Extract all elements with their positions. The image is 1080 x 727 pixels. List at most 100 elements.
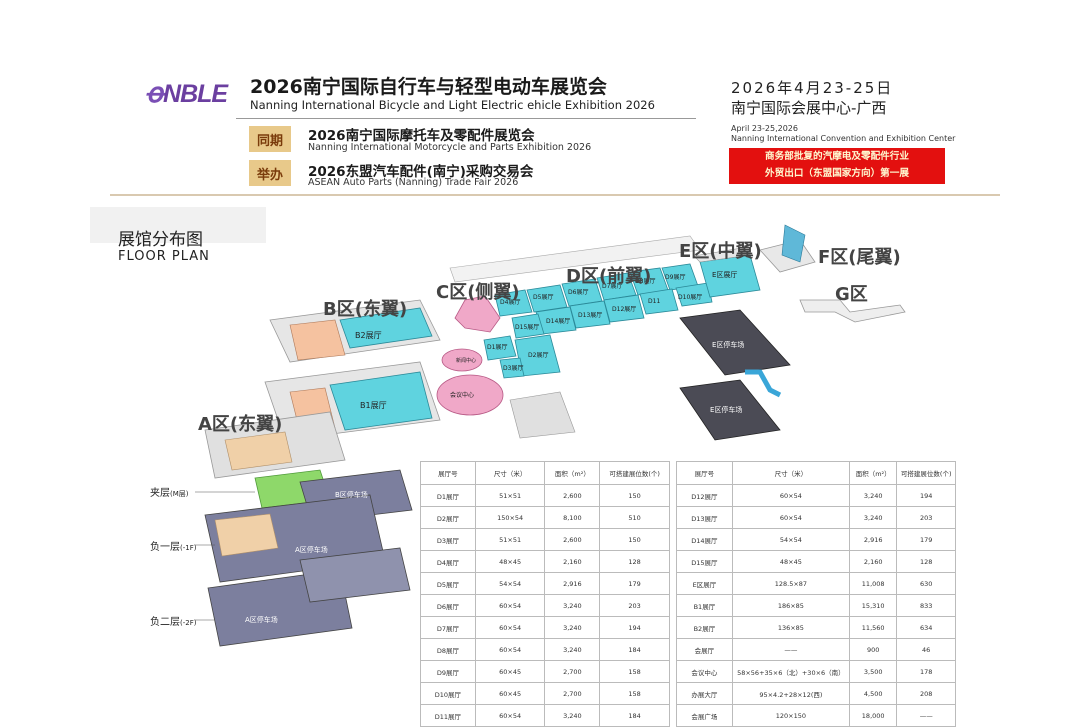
table-header-cell: 尺寸（米） bbox=[731, 461, 850, 485]
table-cell: 186×85 bbox=[731, 594, 850, 617]
zone-d-label: D区(前翼) bbox=[566, 266, 652, 287]
table-cell: 60×54 bbox=[474, 704, 546, 727]
map-label-d9: D9展厅 bbox=[665, 274, 686, 281]
zone-e-label: E区(中翼) bbox=[679, 241, 762, 262]
table-cell: 630 bbox=[896, 572, 956, 595]
table-cell: 48×45 bbox=[731, 550, 850, 573]
map-label-b1: B1展厅 bbox=[360, 401, 387, 410]
table-header-cell: 面积（m²） bbox=[544, 461, 601, 485]
zone-g-label: G区 bbox=[835, 284, 868, 305]
exhibition-title: 2026南宁国际自行车与轻型电动车展览会 bbox=[250, 76, 607, 98]
floor-label-b1: 负一层(-1F) bbox=[150, 542, 197, 553]
table-cell: —— bbox=[896, 704, 956, 727]
section-divider bbox=[110, 194, 1000, 196]
table-cell: 150 bbox=[599, 528, 670, 551]
e-parking-2 bbox=[679, 379, 781, 441]
map-label-e-park-1: E区停车场 bbox=[712, 341, 745, 349]
table-cell: 2,160 bbox=[544, 550, 601, 573]
table-cell: 2,600 bbox=[544, 528, 601, 551]
table-cell: D5展厅 bbox=[420, 572, 476, 595]
exhibition-title-en: Nanning International Bicycle and Light … bbox=[250, 98, 655, 112]
notice-line-2: 外贸出口（东盟国家方向）第一展 bbox=[765, 168, 909, 179]
map-label-convention: 会议中心 bbox=[450, 392, 475, 399]
map-label-d1: D1展厅 bbox=[487, 344, 508, 351]
concurrent-tag-2: 举办 bbox=[249, 160, 291, 186]
table-header-cell: 展厅号 bbox=[420, 461, 476, 485]
table-cell: —— bbox=[731, 638, 850, 661]
table-cell: D13展厅 bbox=[676, 506, 733, 529]
table-cell: 2,916 bbox=[848, 528, 898, 551]
table-cell: 2,600 bbox=[544, 484, 601, 507]
table-cell: 3,240 bbox=[848, 484, 898, 507]
table-cell: 179 bbox=[896, 528, 956, 551]
table-cell: 60×54 bbox=[474, 616, 546, 639]
table-cell: 128 bbox=[599, 550, 670, 573]
venue-map bbox=[195, 224, 906, 647]
map-label-d12: D12展厅 bbox=[612, 306, 637, 313]
map-label-a-park: A区停车场 bbox=[295, 546, 328, 554]
table-cell: 3,500 bbox=[848, 660, 898, 683]
zone-f-label: F区(尾翼) bbox=[818, 247, 901, 268]
table-cell: E区展厅 bbox=[676, 572, 733, 595]
map-label-d13: D13展厅 bbox=[578, 312, 603, 319]
map-label-d8: D8展厅 bbox=[635, 278, 656, 285]
table-cell: 120×150 bbox=[731, 704, 850, 727]
table-cell: 128 bbox=[896, 550, 956, 573]
table-cell: 54×54 bbox=[731, 528, 850, 551]
floor-label-mezzanine: 夹层(M层) bbox=[150, 488, 189, 499]
table-cell: 833 bbox=[896, 594, 956, 617]
concurrent-exhibition-1: 2026南宁国际摩托车及零配件展览会 bbox=[308, 128, 535, 144]
table-cell: 900 bbox=[848, 638, 898, 661]
table-cell: B2展厅 bbox=[676, 616, 733, 639]
table-cell: 46 bbox=[896, 638, 956, 661]
table-cell: B1展厅 bbox=[676, 594, 733, 617]
table-cell: 3,240 bbox=[544, 616, 601, 639]
concurrent-tag-1: 同期 bbox=[249, 126, 291, 152]
table-cell: 203 bbox=[599, 594, 670, 617]
table-cell: 2,916 bbox=[544, 572, 601, 595]
table-header-cell: 展厅号 bbox=[676, 461, 733, 485]
map-label-d2: D2展厅 bbox=[528, 352, 549, 359]
concurrent-exhibition-1-en: Nanning International Motorcycle and Par… bbox=[308, 142, 592, 153]
table-cell: 11,008 bbox=[848, 572, 898, 595]
table-cell: D3展厅 bbox=[420, 528, 476, 551]
map-label-e-park-2: E区停车场 bbox=[710, 406, 743, 414]
table-cell: 60×54 bbox=[474, 594, 546, 617]
table-cell: 8,100 bbox=[544, 506, 601, 529]
header-rule bbox=[236, 118, 696, 119]
table-cell: 179 bbox=[599, 572, 670, 595]
table-cell: 150×54 bbox=[474, 506, 546, 529]
table-cell: 会议中心 bbox=[676, 660, 733, 683]
table-cell: 15,310 bbox=[848, 594, 898, 617]
table-cell: 178 bbox=[896, 660, 956, 683]
map-label-a-park-2: A区停车场 bbox=[245, 616, 278, 624]
table-cell: 184 bbox=[599, 638, 670, 661]
table-cell: 136×85 bbox=[731, 616, 850, 639]
event-venue-en: Nanning International Convention and Exh… bbox=[731, 134, 956, 143]
table-cell: 60×54 bbox=[474, 638, 546, 661]
table-cell: 2,160 bbox=[848, 550, 898, 573]
table-cell: 51×51 bbox=[474, 484, 546, 507]
table-cell: 3,240 bbox=[848, 506, 898, 529]
floor-plan-title: 展馆分布图 bbox=[118, 230, 203, 250]
table-cell: 158 bbox=[599, 660, 670, 683]
floor-plan-title-bg bbox=[90, 207, 266, 243]
map-label-news: 新闻中心 bbox=[456, 358, 477, 364]
table-cell: D1展厅 bbox=[420, 484, 476, 507]
map-label-d15: D15展厅 bbox=[515, 324, 540, 331]
table-cell: 会展厅 bbox=[676, 638, 733, 661]
